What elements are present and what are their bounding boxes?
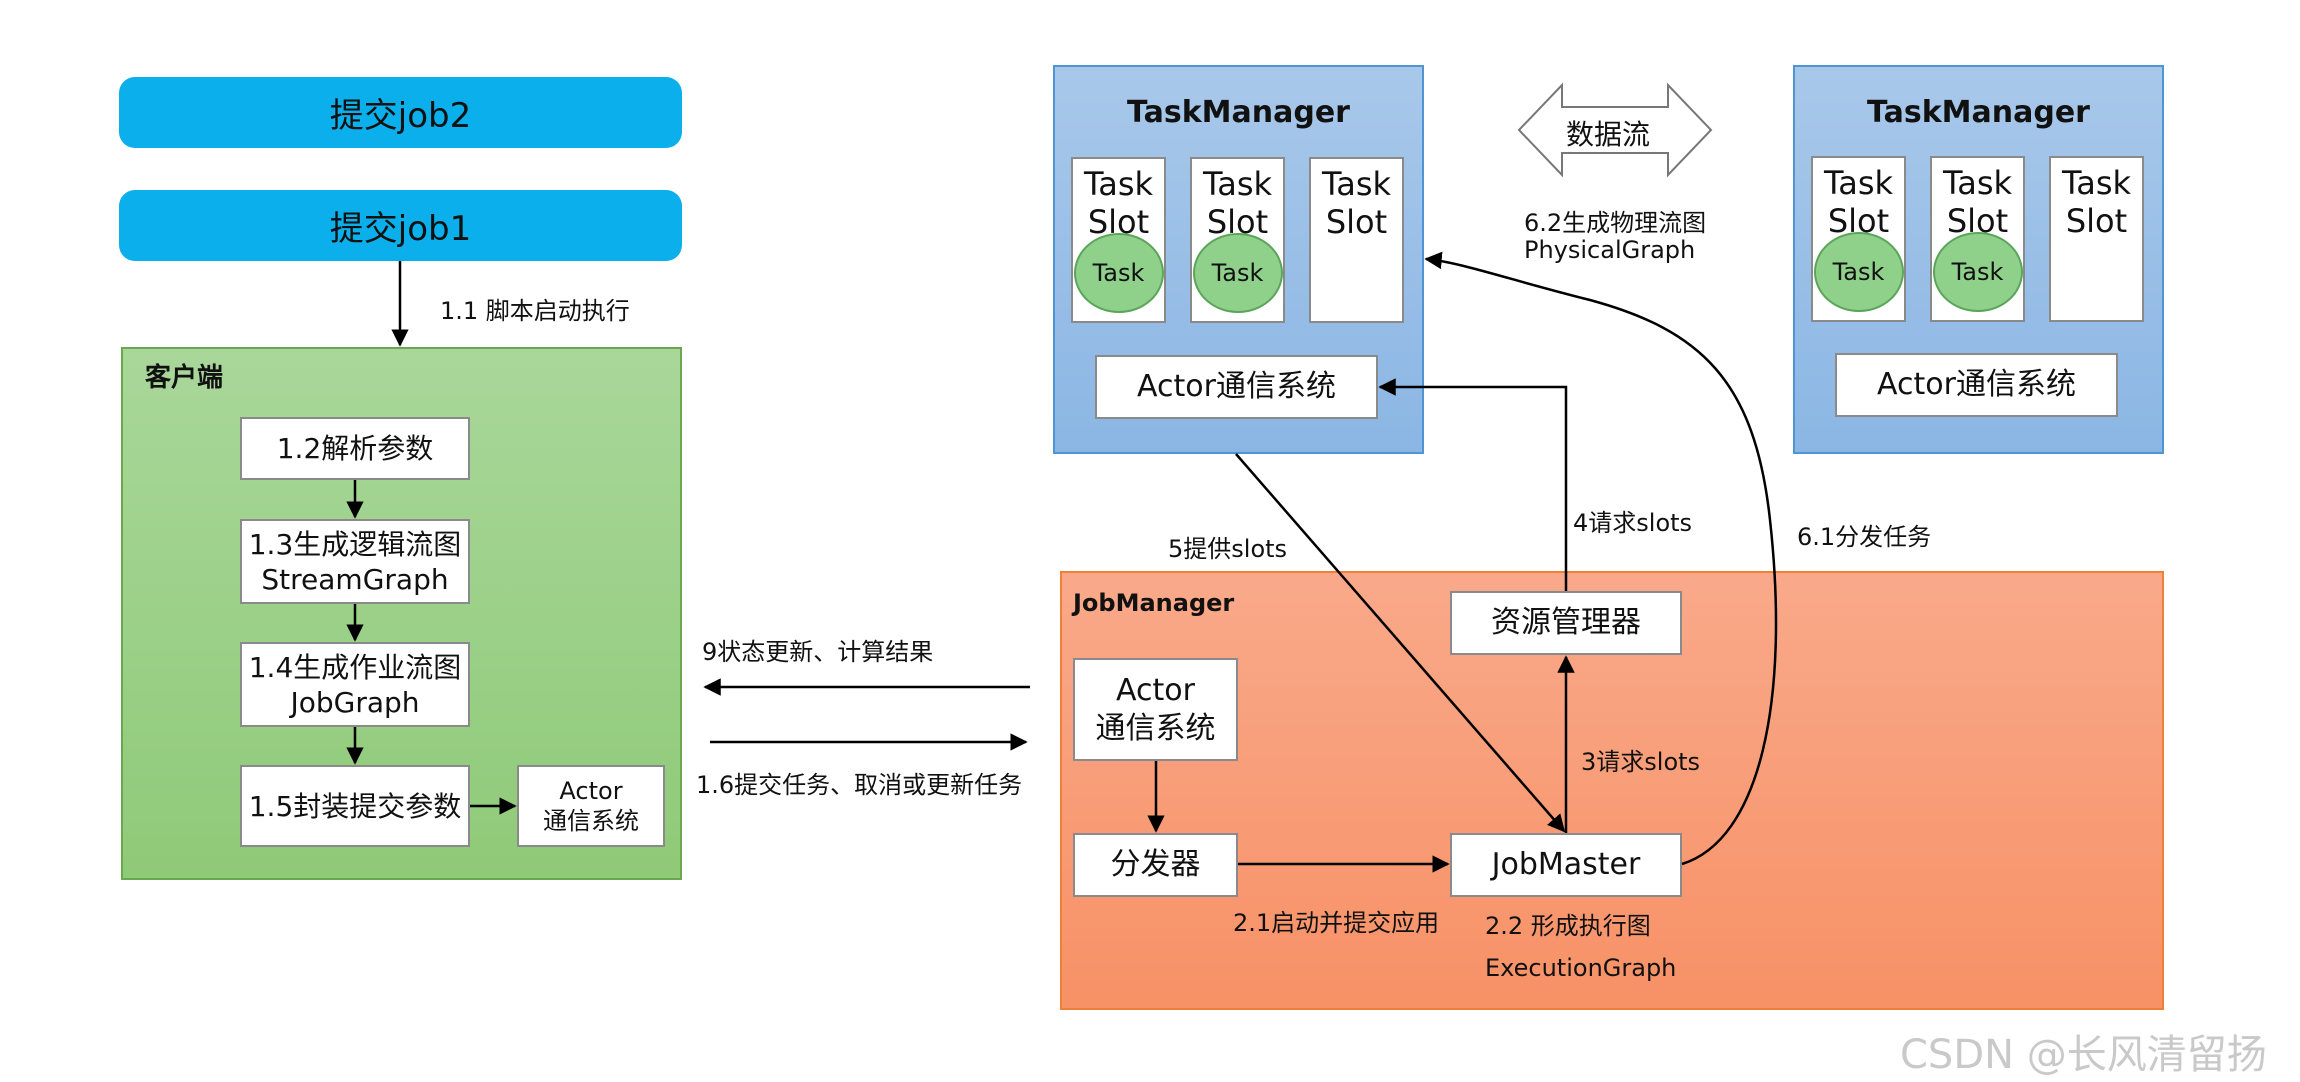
label-launch-app: 2.1启动并提交应用	[1233, 909, 1440, 937]
label-physical-graph-line2: PhysicalGraph	[1524, 236, 1696, 264]
tm2-slot-1-task: Task	[1813, 232, 1904, 312]
tm1-slot-3: Task Slot	[1309, 157, 1404, 323]
client-actor-box: Actor 通信系统	[517, 765, 665, 847]
jm-actor-box: Actor 通信系统	[1073, 658, 1238, 761]
tm1-slot-2: Task Slot Task	[1190, 157, 1285, 323]
tm2-slot-1-line1: Task	[1823, 164, 1894, 202]
step-parse-params: 1.2解析参数	[240, 417, 470, 480]
label-provide-slots: 5提供slots	[1168, 535, 1288, 563]
jm-actor-line1: Actor	[1116, 673, 1195, 708]
label-submit-task: 1.6提交任务、取消或更新任务	[696, 771, 1023, 799]
tm1-slot-3-line2: Slot	[1325, 203, 1388, 242]
job-master-label: JobMaster	[1491, 847, 1641, 883]
tm1-actor-box: Actor通信系统	[1095, 355, 1378, 419]
data-flow-label: 数据流	[1566, 118, 1651, 151]
step-job-line2: JobGraph	[290, 685, 420, 719]
tm1-slot-2-line1: Task	[1202, 165, 1273, 203]
tm2-slot-1: Task Slot Task	[1811, 156, 1906, 322]
client-actor-line1: Actor	[559, 777, 623, 805]
tm2-slot-2-task: Task	[1932, 232, 2023, 312]
label-dispatch-task: 6.1分发任务	[1797, 523, 1932, 551]
dispatcher-label: 分发器	[1110, 847, 1201, 883]
label-script-start: 1.1 脚本启动执行	[440, 297, 630, 325]
tm1-actor-label: Actor通信系统	[1137, 369, 1336, 405]
label-exec-graph-line1: 2.2 形成执行图	[1485, 912, 1651, 940]
tm2-slot-3: Task Slot	[2049, 156, 2144, 322]
label-request-slots-4: 4请求slots	[1573, 509, 1693, 537]
job-manager-title: JobManager	[1073, 589, 1235, 617]
tm2-slot-3-line1: Task	[2061, 164, 2132, 202]
tm1-slot-1-task: Task	[1073, 233, 1164, 313]
task-manager-1-title: TaskManager	[1127, 95, 1350, 130]
step-stream-line2: StreamGraph	[261, 562, 449, 596]
submit-job1-button: 提交job1	[119, 190, 682, 261]
label-request-slots-3: 3请求slots	[1581, 748, 1701, 776]
step-job-graph: 1.4生成作业流图 JobGraph	[240, 642, 470, 727]
arrow-dispatch-task-curve	[1424, 251, 1778, 866]
task-manager-2-title: TaskManager	[1867, 95, 2090, 130]
arrow-rm-to-tm-actor	[1378, 378, 1568, 591]
label-exec-graph-line2: ExecutionGraph	[1485, 954, 1677, 982]
tm2-slot-2-line1: Task	[1942, 164, 2013, 202]
submit-job2-button: 提交job2	[119, 77, 682, 148]
step-stream-line1: 1.3生成逻辑流图	[248, 527, 462, 561]
step-job-line1: 1.4生成作业流图	[248, 650, 462, 684]
tm1-slot-3-line1: Task	[1321, 165, 1392, 203]
step-parse-label: 1.2解析参数	[276, 432, 434, 465]
tm1-slot-1-line1: Task	[1083, 165, 1154, 203]
tm2-slot-3-line2: Slot	[2065, 202, 2128, 241]
tm2-actor-box: Actor通信系统	[1835, 353, 2118, 417]
client-actor-line2: 通信系统	[543, 807, 639, 835]
dispatcher-box: 分发器	[1073, 833, 1238, 897]
step-stream-graph: 1.3生成逻辑流图 StreamGraph	[240, 519, 470, 604]
client-title: 客户端	[145, 363, 224, 393]
tm2-slot-2: Task Slot Task	[1930, 156, 2025, 322]
label-physical-graph-line1: 6.2生成物理流图	[1524, 209, 1707, 237]
step-pack-label: 1.5封装提交参数	[248, 789, 462, 823]
tm2-actor-label: Actor通信系统	[1877, 367, 2076, 403]
jm-actor-line2: 通信系统	[1095, 710, 1216, 746]
resource-manager-box: 资源管理器	[1450, 591, 1682, 655]
step-pack-params: 1.5封装提交参数	[240, 765, 470, 847]
tm1-slot-2-task: Task	[1192, 233, 1283, 313]
watermark: CSDN @长风清留扬	[1900, 1032, 2267, 1078]
data-flow-double-arrow	[1517, 82, 1713, 178]
tm1-slot-1: Task Slot Task	[1071, 157, 1166, 323]
label-status-update: 9状态更新、计算结果	[702, 638, 934, 666]
job-master-box: JobMaster	[1450, 833, 1682, 897]
resource-manager-label: 资源管理器	[1491, 605, 1641, 641]
arrow-tm-provide-slots	[1235, 453, 1566, 833]
